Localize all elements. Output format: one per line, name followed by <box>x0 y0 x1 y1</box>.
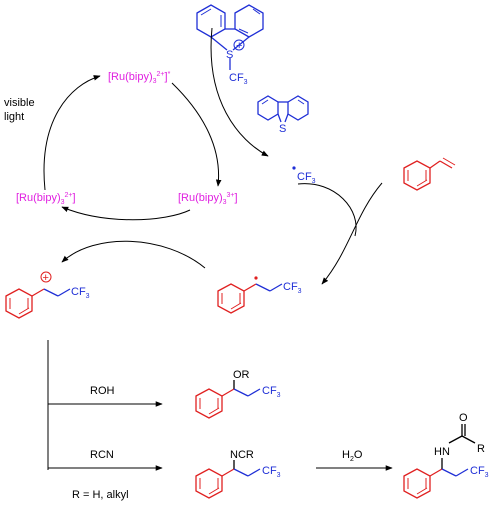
cation-charge: + <box>43 272 49 284</box>
amide-hn-label: HN <box>434 446 450 458</box>
electron-transfer-arrow <box>61 240 206 269</box>
ether-cf3-label: CF3 <box>262 385 281 399</box>
radical-dot <box>254 276 258 280</box>
light-label: light <box>4 111 24 123</box>
amide-cf3-label: CF3 <box>470 465 489 479</box>
sulfur-label: S <box>226 49 233 61</box>
radical-addition-arc <box>297 183 357 237</box>
dibenzothiophene <box>257 95 309 123</box>
benzyl-radical <box>217 283 283 314</box>
reagent-reduction-arrow <box>210 27 269 157</box>
water-label: H2O <box>342 449 363 463</box>
umemoto-reagent <box>196 4 264 70</box>
nitrilium-cf3-label: CF3 <box>262 465 281 479</box>
roh-label: ROH <box>90 385 115 397</box>
nitrilium-product <box>195 460 261 499</box>
cf3-radical-label: CF3 <box>297 171 316 185</box>
visible-label: visible <box>4 97 35 109</box>
sulfonium-charge: + <box>236 40 242 52</box>
radical-addition-arrow <box>321 182 383 285</box>
rcn-label: RCN <box>90 449 114 461</box>
catalyst-return-arrow <box>61 206 191 221</box>
or-label: OR <box>233 369 250 381</box>
amide-product <box>403 424 476 499</box>
ether-product <box>195 380 261 419</box>
styrene <box>403 157 456 191</box>
cf3-radical-dot <box>292 166 296 170</box>
ru-ground-label: [Ru(bipy)32+] <box>16 192 76 206</box>
ru-excited-label: [Ru(bipy)32+]* <box>108 71 171 85</box>
cf3-group-label: CF3 <box>229 72 248 86</box>
ncr-label: NCR <box>230 449 254 461</box>
carbonyl-o-label: O <box>459 412 468 424</box>
photoexcitation-arrow <box>43 75 101 191</box>
dibenzothiophene-s-label: S <box>279 123 286 135</box>
benzyl-cation <box>5 271 71 319</box>
r-definition: R = H, alkyl <box>72 489 129 501</box>
ru-oxidized-label: [Ru(bipy)33+] <box>178 192 238 206</box>
amide-r-label: R <box>477 443 485 455</box>
oxidative-quench-arrow <box>171 82 222 187</box>
cation-cf3-label: CF3 <box>71 286 90 300</box>
radical-cf3-label: CF3 <box>283 281 302 295</box>
